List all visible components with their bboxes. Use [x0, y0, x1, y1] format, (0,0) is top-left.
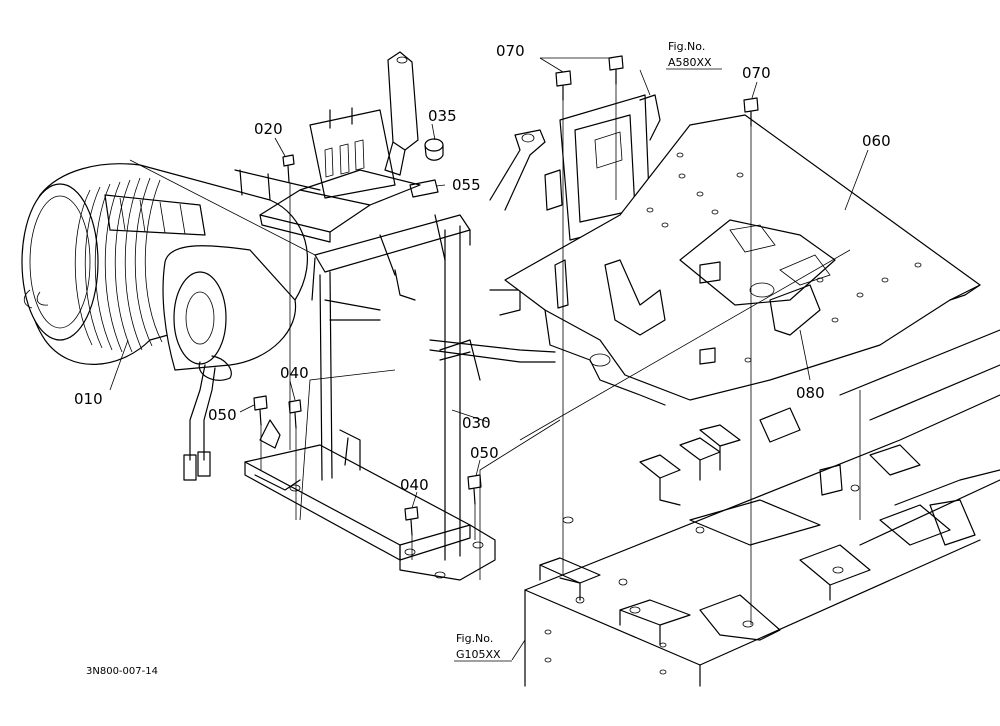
callout-050-right: 050	[470, 444, 499, 462]
lever-assembly	[379, 51, 546, 316]
callout-010: 010	[74, 390, 103, 408]
chassis-frame	[524, 329, 1000, 687]
fig-ref-top-title: Fig.No.	[668, 40, 705, 53]
callout-040-upper: 040	[280, 364, 309, 382]
figure-references: Fig.No. A580XX Fig.No. G105XX	[454, 40, 722, 662]
fig-ref-bottom-code: G105XX	[456, 648, 501, 661]
callout-labels: 010 020 030 035 040 040 050 050 055 060 …	[74, 42, 891, 494]
callout-030: 030	[462, 414, 491, 432]
floor-plate	[504, 114, 981, 406]
fig-ref-bottom-title: Fig.No.	[456, 632, 493, 645]
callout-070-right: 070	[742, 64, 771, 82]
callout-055: 055	[452, 176, 481, 194]
bolts	[253, 55, 759, 536]
callout-040-lower: 040	[400, 476, 429, 494]
callout-020: 020	[254, 120, 283, 138]
air-cleaner	[21, 163, 309, 481]
callout-060: 060	[862, 132, 891, 150]
callout-035: 035	[428, 107, 457, 125]
bracket-frame	[244, 214, 556, 581]
callout-050-left: 050	[208, 406, 237, 424]
callout-080: 080	[796, 384, 825, 402]
center-lines	[129, 84, 861, 625]
leader-lines	[109, 57, 869, 661]
fig-ref-top-code: A580XX	[668, 56, 712, 69]
upper-bracket	[234, 107, 421, 243]
drawing-code: 3N800-007-14	[86, 666, 158, 677]
callout-070-left: 070	[496, 42, 525, 60]
